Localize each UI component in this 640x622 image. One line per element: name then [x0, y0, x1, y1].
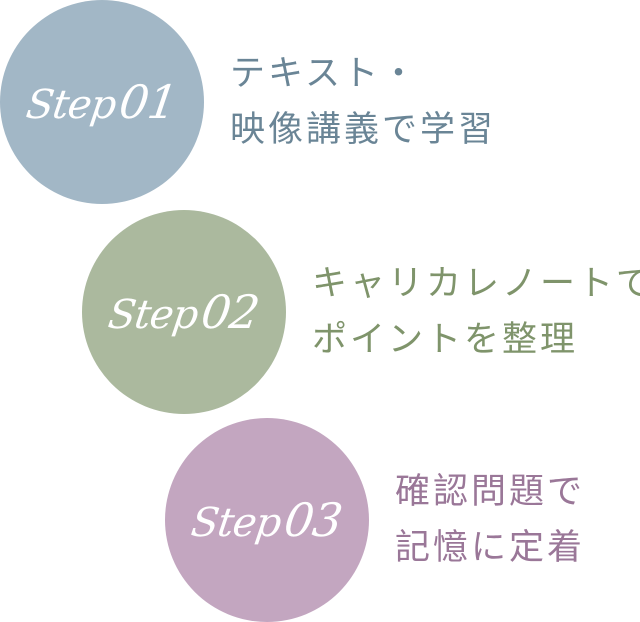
step-01-description: テキスト・ 映像講義で学習 [230, 46, 496, 158]
step-01-circle: Step01 [0, 0, 204, 204]
step-01-number: 01 [116, 75, 181, 129]
step-03-line-1: 確認問題で [395, 472, 586, 512]
step-01: Step01 テキスト・ 映像講義で学習 [0, 0, 496, 204]
step-02: Step02 キャリカレノートで ポイントを整理 [82, 210, 640, 414]
step-02-label: Step02 [105, 285, 263, 339]
step-01-line-2: 映像講義で学習 [230, 110, 497, 150]
step-03-number: 03 [281, 493, 346, 547]
step-01-label: Step01 [23, 75, 181, 129]
step-01-line-1: テキスト・ [230, 54, 419, 94]
step-02-description: キャリカレノートで ポイントを整理 [312, 256, 640, 368]
step-02-line-2: ポイントを整理 [312, 320, 579, 360]
step-03-line-2: 記憶に定着 [395, 528, 586, 568]
step-02-line-1: キャリカレノートで [312, 264, 640, 304]
step-03: Step03 確認問題で 記憶に定着 [165, 418, 585, 622]
step-02-number: 02 [198, 285, 263, 339]
step-03-circle: Step03 [165, 418, 369, 622]
step-02-circle: Step02 [82, 210, 286, 414]
step-03-description: 確認問題で 記憶に定着 [395, 464, 585, 576]
step-03-label: Step03 [188, 493, 346, 547]
